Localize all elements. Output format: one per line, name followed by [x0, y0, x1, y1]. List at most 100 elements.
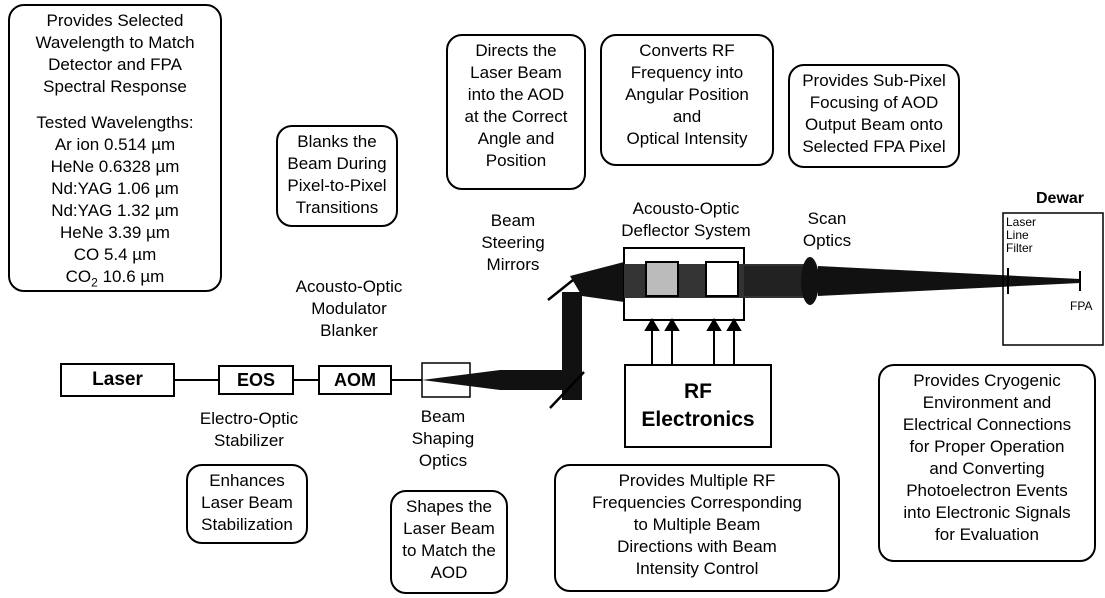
label-line: Mirrors — [486, 255, 540, 274]
aod-crystal-2 — [705, 261, 739, 297]
label-line: Acousto-Optic — [295, 277, 403, 296]
blanks-note: Blanks the Beam During Pixel-to-Pixel Tr… — [276, 125, 398, 227]
note-line: to Match the — [402, 541, 496, 560]
laser-box: Laser — [60, 363, 175, 397]
beam-steering-label: Beam Steering Mirrors — [468, 210, 558, 276]
note-line: Ar ion 0.514 µm — [54, 135, 176, 154]
aom-full-label: Acousto-Optic Modulator Blanker — [284, 276, 414, 342]
label-line: Line — [1006, 228, 1029, 242]
fpa-label-text: FPA — [1070, 299, 1093, 313]
note-line: Focusing of AOD — [809, 93, 939, 112]
enhances-note: Enhances Laser Beam Stabilization — [186, 464, 308, 544]
laser-beam-expanding — [422, 370, 575, 390]
note-line: into the AOD — [467, 85, 565, 104]
note-line: Provides Multiple RF — [618, 471, 776, 490]
note-line: Nd:YAG 1.06 µm — [51, 179, 179, 198]
laser-beam-focusing — [818, 266, 1080, 296]
note-line: Intensity Control — [635, 559, 759, 578]
note-line: Provides Cryogenic — [913, 371, 1061, 390]
note-line: Output Beam onto — [805, 115, 943, 134]
dewar-label: Dewar — [1020, 188, 1100, 210]
label-line: Beam — [490, 211, 536, 230]
label-line: Modulator — [311, 299, 387, 318]
note-line: Directs the — [475, 41, 557, 60]
note-line: Environment and — [922, 393, 1052, 412]
note-line: Laser Beam — [470, 63, 562, 82]
laser-box-label: Laser — [92, 369, 143, 390]
note-line: Detector and FPA — [48, 55, 182, 74]
laser-beam-after-aod — [744, 266, 808, 296]
note-line: Photoelectron Events — [906, 481, 1068, 500]
label-line: Shaping — [411, 429, 475, 448]
note-line: HeNe 3.39 µm — [60, 223, 170, 242]
note-line: Spectral Response — [43, 77, 187, 96]
eos-box-label: EOS — [236, 369, 275, 390]
note-line: Frequencies Corresponding — [592, 493, 802, 512]
label-line: Electro-Optic — [199, 409, 299, 428]
co2-prefix: CO — [65, 267, 92, 286]
aod-crystal-1 — [645, 261, 679, 297]
note-line: Beam During — [287, 154, 387, 173]
note-line: at the Correct — [464, 107, 568, 126]
rf-box-label-line2: Electronics — [641, 408, 755, 431]
note-line: Electrical Connections — [902, 415, 1072, 434]
rf-electronics-box: RF Electronics — [624, 364, 772, 448]
co2-suffix: 10.6 µm — [97, 267, 165, 286]
note-spacer — [16, 98, 214, 112]
laser-beam-into-aod — [570, 262, 624, 302]
note-line: Wavelength to Match — [35, 33, 195, 52]
note-line: Converts RF — [639, 41, 735, 60]
label-line: Beam — [420, 407, 466, 426]
laser-line-filter-label: Laser Line Filter — [1006, 216, 1036, 255]
note-line: and — [672, 107, 702, 126]
wavelength-note: Provides Selected Wavelength to Match De… — [8, 4, 222, 292]
note-line: Blanks the — [297, 132, 377, 151]
note-line: Tested Wavelengths: — [36, 113, 194, 132]
aod-system-label: Acousto-Optic Deflector System — [606, 198, 766, 242]
aom-box: AOM — [318, 365, 392, 395]
note-line: Optical Intensity — [626, 129, 748, 148]
fpa-label: FPA — [1070, 300, 1092, 313]
label-line: Filter — [1006, 241, 1033, 255]
note-line: for Proper Operation — [909, 437, 1065, 456]
scan-optics-lens — [801, 257, 819, 305]
rf-signal-arrows — [644, 318, 742, 364]
note-line: CO 5.4 µm — [73, 245, 157, 264]
label-line: Blanker — [320, 321, 378, 340]
note-line: Laser Beam — [201, 493, 293, 512]
label-line: Stabilizer — [214, 431, 284, 450]
note-line: Transitions — [295, 198, 379, 217]
eos-full-label: Electro-Optic Stabilizer — [186, 408, 312, 452]
note-line: Shapes the — [405, 497, 492, 516]
note-line: Laser Beam — [403, 519, 495, 538]
label-line: Acousto-Optic — [632, 199, 740, 218]
shapes-note: Shapes the Laser Beam to Match the AOD — [390, 490, 508, 594]
label-line: Deflector System — [621, 221, 751, 240]
note-line: Frequency into — [630, 63, 744, 82]
note-line: AOD — [430, 563, 468, 582]
note-line: Angular Position — [625, 85, 749, 104]
note-line: Angle and — [477, 129, 555, 148]
note-line: to Multiple Beam — [633, 515, 761, 534]
note-line: Selected FPA Pixel — [802, 137, 946, 156]
note-line: Provides Selected — [46, 11, 184, 30]
note-line: and Converting — [929, 459, 1045, 478]
label-line: Optics — [802, 231, 852, 250]
label-line: Optics — [418, 451, 468, 470]
rf-box-label-line1: RF — [684, 380, 712, 403]
label-line: Scan — [807, 209, 847, 228]
note-line: Enhances — [209, 471, 285, 490]
label-line: Steering — [481, 233, 545, 252]
directs-note: Directs the Laser Beam into the AOD at t… — [446, 34, 586, 190]
dewar-label-text: Dewar — [1035, 190, 1085, 207]
note-line: Provides Sub-Pixel — [802, 71, 946, 90]
note-line: Pixel-to-Pixel — [287, 176, 387, 195]
co2-line: CO2 10.6 µm — [16, 266, 214, 293]
beam-shaping-label: Beam Shaping Optics — [398, 406, 488, 472]
note-line: Nd:YAG 1.32 µm — [51, 201, 179, 220]
subpixel-note: Provides Sub-Pixel Focusing of AOD Outpu… — [788, 64, 960, 168]
laser-beam-vertical — [562, 292, 582, 400]
rf-frequencies-note: Provides Multiple RF Frequencies Corresp… — [554, 464, 840, 592]
aom-box-label: AOM — [334, 369, 376, 390]
